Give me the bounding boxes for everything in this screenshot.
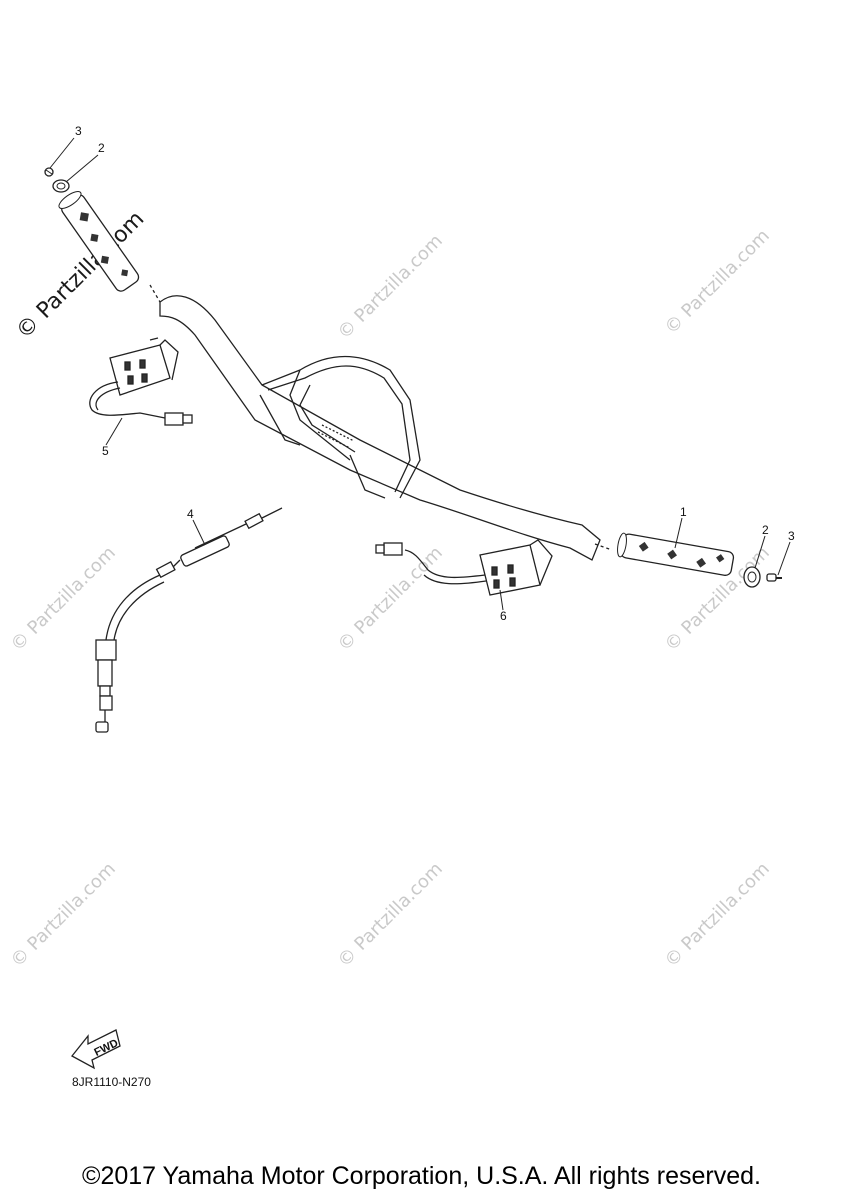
forward-arrow-icon: FWD	[71, 1029, 121, 1070]
callout-1: 1	[680, 505, 687, 519]
callout-2-right: 2	[762, 523, 769, 537]
watermark: © Partzilla.com	[334, 230, 447, 343]
right-screw	[766, 573, 782, 582]
watermark-layer: © Partzilla.com © Partzilla.com © Partzi…	[7, 207, 774, 972]
copyright-notice: ©2017 Yamaha Motor Corporation, U.S.A. A…	[82, 1162, 761, 1190]
watermark: © Partzilla.com	[661, 225, 774, 338]
watermark: © Partzilla.com	[7, 542, 120, 655]
throttle-cable	[95, 507, 283, 733]
left-screw	[44, 167, 54, 177]
watermark: © Partzilla.com	[661, 858, 774, 971]
left-end-washer	[52, 179, 70, 193]
right-grip	[617, 532, 735, 576]
callout-4: 4	[187, 507, 194, 521]
left-grip	[58, 190, 140, 292]
watermark: © Partzilla.com	[7, 858, 120, 971]
callout-3-left: 3	[75, 124, 82, 138]
handlebar	[149, 284, 613, 561]
grip-heater-lead-right	[375, 539, 553, 596]
callout-leaders	[49, 137, 791, 611]
callout-2-left: 2	[98, 141, 105, 155]
callout-6: 6	[500, 609, 507, 623]
watermark: © Partzilla.com	[334, 542, 447, 655]
callout-5: 5	[102, 444, 109, 458]
drawing-code: 8JR1110-N270	[72, 1075, 151, 1089]
grip-heater-lead-left	[89, 337, 193, 426]
watermark: © Partzilla.com	[334, 858, 447, 971]
callout-3-right: 3	[788, 529, 795, 543]
right-end-washer	[743, 566, 761, 588]
